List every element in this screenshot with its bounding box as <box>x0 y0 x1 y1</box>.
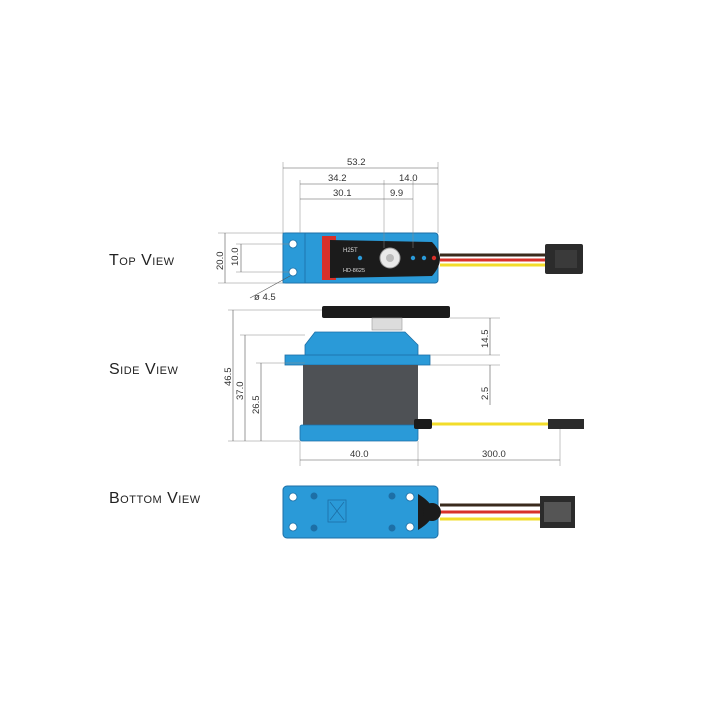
bottom-cover <box>299 424 419 442</box>
screw-icon <box>388 524 396 532</box>
output-shaft <box>371 317 403 331</box>
mount-hole-icon <box>405 492 415 502</box>
middle-case <box>303 365 418 425</box>
certification-mark-icon <box>327 499 347 523</box>
dim-cable-length: 300.0 <box>482 449 506 460</box>
dim-width: 20.0 <box>215 252 226 271</box>
dim-shaft-to-end: 14.0 <box>399 173 418 184</box>
mount-hole-icon <box>288 522 298 532</box>
screw-icon <box>310 492 318 500</box>
dim-shaft-offset: 9.9 <box>390 188 403 199</box>
side-connector <box>548 419 584 429</box>
mount-hole-icon <box>288 267 298 277</box>
model-label-b: HD-8625 <box>343 268 365 274</box>
mount-tab-left <box>282 232 306 284</box>
dim-overall-length: 53.2 <box>347 157 366 168</box>
side-view-label: Side View <box>109 361 179 378</box>
bottom-view <box>282 485 575 539</box>
bottom-view-label: Bottom View <box>109 490 201 507</box>
screw-icon <box>310 524 318 532</box>
dim-body-to-shaft: 34.2 <box>328 173 347 184</box>
bottom-body <box>282 485 439 539</box>
servo-horn: H25T HD-8625 <box>330 240 440 278</box>
dim-body-width: 40.0 <box>350 449 369 460</box>
mount-hole-icon <box>405 522 415 532</box>
dim-horn-to-mount: 14.5 <box>480 330 491 349</box>
dim-mount-thickness: 2.5 <box>480 387 491 400</box>
model-label-a: H25T <box>343 248 358 254</box>
dim-mount-height: 26.5 <box>251 396 262 415</box>
dim-total-height: 46.5 <box>223 368 234 387</box>
top-cable <box>440 244 583 274</box>
mount-flange <box>284 354 431 366</box>
horn-plate <box>322 306 450 318</box>
top-view-label: Top View <box>109 252 175 269</box>
top-view: H25T HD-8625 53.2 34.2 14.0 30.1 9.9 20.… <box>215 157 583 303</box>
dim-hole-spacing: 10.0 <box>230 248 241 267</box>
side-view: 46.5 37.0 26.5 14.5 2.5 40.0 300.0 <box>223 306 584 466</box>
dim-hole-diameter: ø 4.5 <box>254 292 276 303</box>
mount-hole-icon <box>288 239 298 249</box>
cable-grommet <box>414 419 432 429</box>
mount-hole-icon <box>288 492 298 502</box>
dim-hole-to-shaft: 30.1 <box>333 188 352 199</box>
dim-height-to-mount: 37.0 <box>235 382 246 401</box>
screw-icon <box>388 492 396 500</box>
